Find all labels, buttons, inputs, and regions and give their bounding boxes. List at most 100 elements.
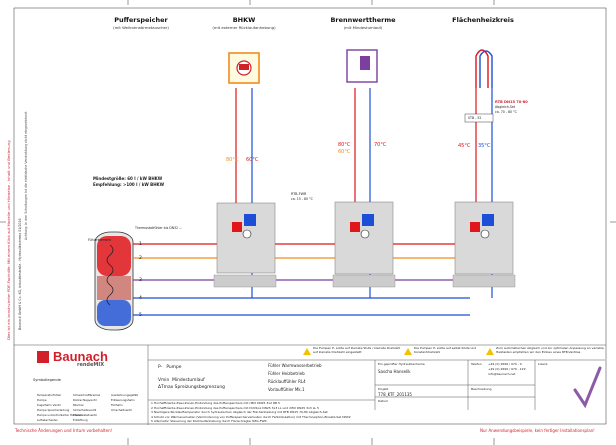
legend-item: Pumpe Speicherladung <box>37 408 70 412</box>
note-1-text: Hocheffiziente Zwei-Zonen-Einbindung des… <box>153 401 280 405</box>
side-text-main: Dies ist ein konstruierter PDF-Fachhilfe… <box>6 140 11 340</box>
warning-icon <box>486 348 494 355</box>
legend-item: Pumpe <box>37 398 47 402</box>
rtb-label: RTB DN15 70-80 <box>495 100 528 104</box>
buffer-storage-tank <box>94 231 134 331</box>
warning-box-2: Die Pumpen P- sollte auf selbst-Stufe un… <box>404 346 482 359</box>
legend-list: Temperaturfühler Pumpe Kugelhahn Ventil … <box>33 393 145 423</box>
legend-item: Schwerkraftbremse <box>73 393 101 397</box>
reg-sub: ca. 15 - 80 °C <box>291 197 313 201</box>
symbol-code: Vmin <box>158 378 170 383</box>
fuehler-note: Fühlerelement <box>88 238 111 242</box>
fuehler-3: Rücklauffühler RL4 <box>268 379 306 384</box>
tb-fax: +49 (0) 2696 / 970 - 129 <box>488 367 526 371</box>
port-3: 3 <box>139 278 142 283</box>
symbol-code: P- <box>158 365 163 370</box>
recommend-note: Empfehlung: >100 l / kW BHKW <box>93 182 165 187</box>
warning-icon <box>404 348 412 355</box>
symbol-text: Mindestumlauf <box>172 378 205 383</box>
symbol-text: Pumpe <box>166 365 182 370</box>
temp-bw-rl: 70°C <box>374 142 387 148</box>
note-1: 1 Hocheffiziente Zwei-Zonen-Einbindung d… <box>151 401 280 405</box>
logo-mark-icon <box>37 351 49 363</box>
port-2: 2 <box>139 256 142 261</box>
temp-fh-vl: 45°C <box>458 143 471 149</box>
note-3: 3 Niedrigere Rücklauftemperatur durch hy… <box>151 410 328 414</box>
warning-text-2: Die Pumpen P- sollte auf selbst-Stufe un… <box>414 346 477 354</box>
temp-bw-rl2: 60°C <box>338 149 351 155</box>
logo-brand: Baunach <box>53 349 108 364</box>
port-1: 1 <box>139 242 142 247</box>
warning-box-3: Zum automatischen Abgleich und zur optim… <box>486 346 604 359</box>
fuehler-4: Vorlauffühler Mk.1 <box>268 387 305 392</box>
port-4: 4 <box>139 296 142 301</box>
warning-icon <box>303 348 311 355</box>
temp-fh-rl: 35°C <box>478 143 491 149</box>
legend-item: Sicherheitsventil <box>73 408 97 412</box>
tb-caption-2: Telefon <box>471 362 482 366</box>
header-bhkw: BHKW <box>232 16 256 24</box>
symbol-p: P- Pumpe <box>158 365 181 370</box>
legend-item: Pumpe unkontrollierter Heizkreis <box>37 413 83 417</box>
header-brennwerttherme: Brennwerttherme <box>330 16 396 24</box>
fuehler-1: Fühler Warmwasserbetrieb <box>268 363 322 368</box>
subheader-pufferspeicher: (mit Wellrohrwärmetauscher) <box>113 25 169 30</box>
legend-item: Thermostatventil <box>73 413 97 417</box>
temp-bw-vl: 80°C <box>338 142 351 148</box>
symbol-code: ΔTmax <box>158 385 174 390</box>
symbol-text: Spreizungsbegrenzung <box>174 385 225 390</box>
note-4: 4 Schutz vor Wärmeverlusten (Verminderun… <box>151 414 351 419</box>
side-text-small: Baunach GmbH & Co. KG, Industriestraße -… <box>18 218 22 330</box>
symbol-vmin: Vmin Mindestumlauf <box>158 378 205 383</box>
legend-item: Mischer <box>73 403 84 407</box>
port-5: 5 <box>139 313 142 318</box>
thermo-note: Thermostatfühler bis DN32 ... <box>135 226 183 230</box>
legend-item: Umschaltventil <box>111 408 132 412</box>
legend-item: Entleerungshahn <box>111 398 135 402</box>
legend-item: Temperaturfühler <box>37 393 62 397</box>
logo: Baunach rendeMIX <box>37 349 147 369</box>
numbered-notes: 1 Hocheffiziente Zwei-Zonen-Einbindung d… <box>151 401 375 425</box>
fuehler-2: Fühler Heizbetrieb <box>268 371 305 376</box>
legend-item: Rückschlagventil <box>73 398 97 402</box>
tb-stamp: Lizenz <box>538 362 548 366</box>
tb-proj: 778_KTF_201135 <box>378 392 412 397</box>
tb-name: Sascha Hanselik <box>378 369 411 374</box>
subheader-bhkw: (mit externer Rücklaufanhebung) <box>212 25 276 30</box>
legend-item: Luftabscheider <box>37 418 58 422</box>
header-pufferspeicher: Pufferspeicher <box>114 16 168 24</box>
legend-item: Füllhahn <box>111 403 123 407</box>
temp-bhkw-rl: 60°C <box>246 157 259 163</box>
side-text-hint: Achtung: in den Schaltungen ist die elek… <box>24 111 28 240</box>
tb-tel: +49 (0) 2696 / 970 - 0 <box>488 362 522 366</box>
legend-item: Entlüftung <box>73 418 88 422</box>
footer-right: Nur Anwendungsbeispiele, kein fertiger I… <box>480 428 595 433</box>
note-2-text: Hocheffiziente Zwei-Zonen-Einbindung des… <box>153 405 319 410</box>
legend-title: Symbollegende <box>33 378 61 382</box>
tb-caption-1: Ein geprüfter Hydraulikschema <box>378 362 425 366</box>
stb-label: STB - 52 <box>468 116 482 120</box>
legend-item: Ausdehnungsgefäß <box>111 393 138 397</box>
symbol-dt: ΔTmax Spreizungsbegrenzung <box>158 385 225 390</box>
note-3-text: Niedrigere Rücklauftemperatur durch hydr… <box>153 410 328 414</box>
rtb-sub2: ca. 70 - 80 °C <box>495 110 517 114</box>
warning-text-1: Die Pumpen P- sollte auf kleinste Stufe … <box>313 346 401 354</box>
tb-datum-label: Datum <box>378 399 389 403</box>
warning-text-3: Zum automatischen Abgleich und zur optim… <box>496 346 604 354</box>
min-size-note: Mindestgröße: 60 l / kW BHKW <box>93 176 163 181</box>
temp-bhkw-vl: 80°C <box>226 157 239 163</box>
bhkw-unit-box <box>228 52 260 84</box>
logo-sub: rendeMIX <box>77 362 105 368</box>
rtb-sub: Abgleich-Set <box>495 105 516 109</box>
legend-item: Kugelhahn Ventil <box>37 403 61 407</box>
warning-box-1: Die Pumpen P- sollte auf kleinste Stufe … <box>303 346 401 359</box>
tb-mail: info@baunach.net <box>488 372 516 376</box>
note-4-text: Schutz vor Wärmeverlusten (Verminderung … <box>153 414 351 419</box>
tb-rev-label: Beschreibung <box>471 387 492 391</box>
note-5-text: Alternativ: Steuerung der Rücklaufanhebu… <box>153 419 267 423</box>
tb-proj-label: Projekt <box>378 387 389 391</box>
note-2: 2 Hocheffiziente Zwei-Zonen-Einbindung d… <box>151 405 319 410</box>
reg-label: RTB-FWR <box>291 192 307 196</box>
footer-left: Technische Änderungen und Irrtum vorbeha… <box>15 428 113 433</box>
